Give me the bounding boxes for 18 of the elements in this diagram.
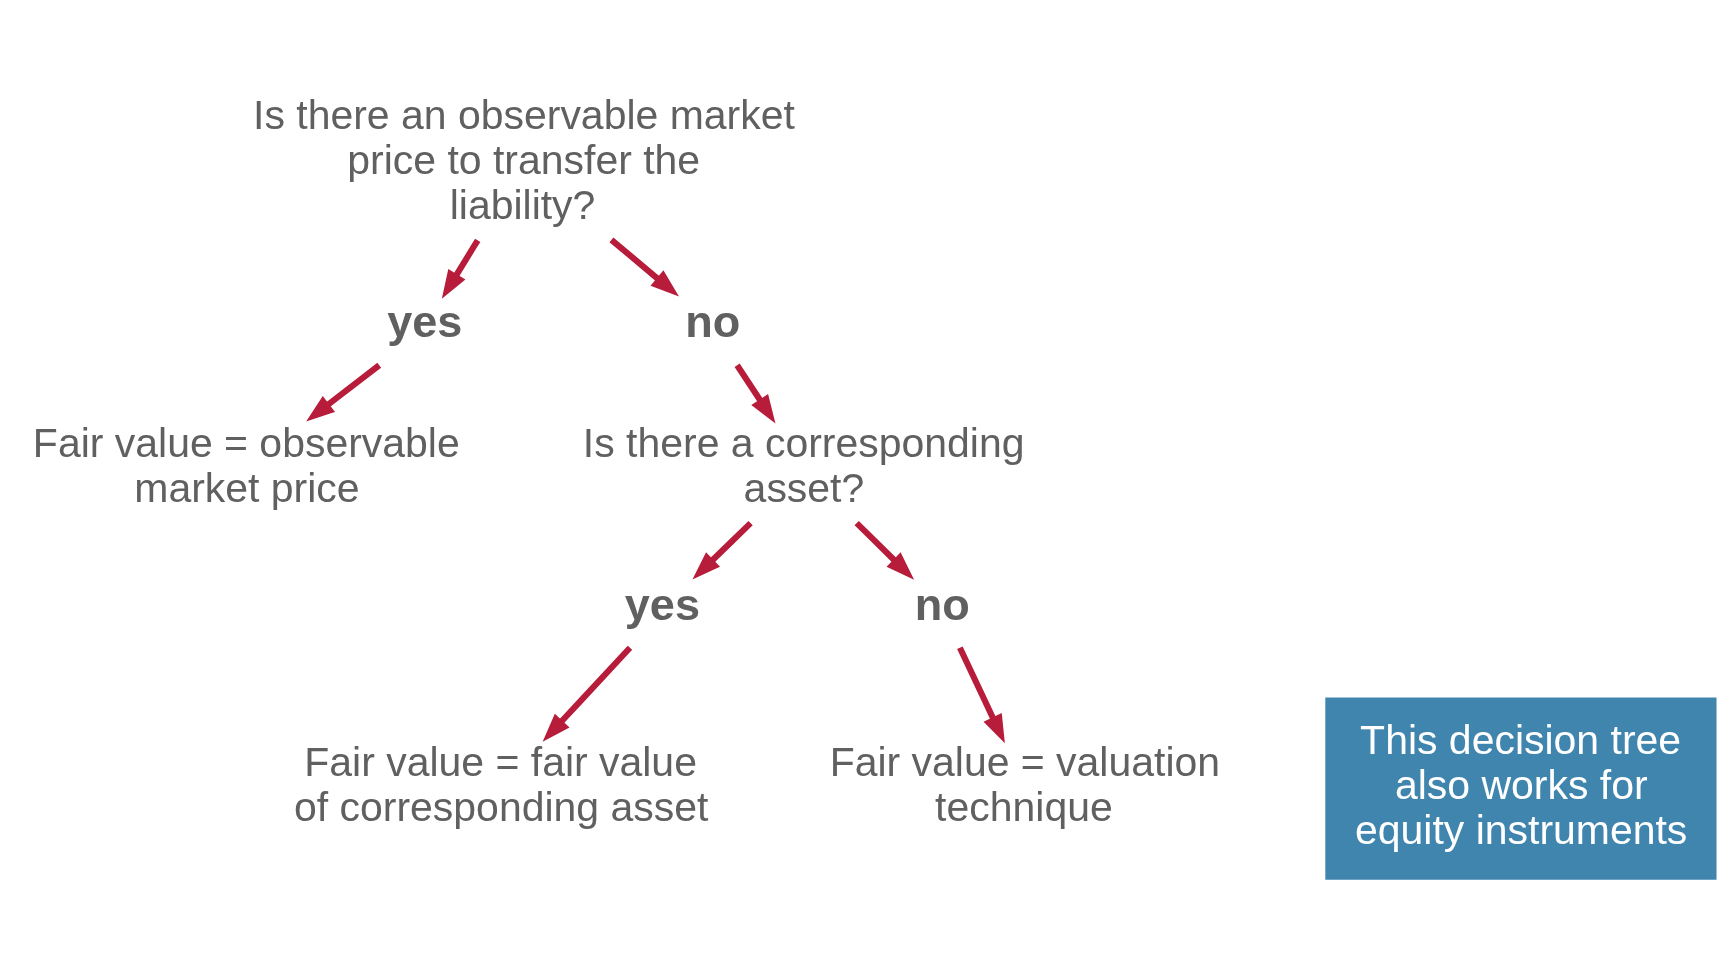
arrow	[306, 362, 382, 422]
node-text: Fair value = fair value of corresponding asset	[294, 738, 709, 830]
arrow	[957, 645, 1005, 743]
arrow	[441, 238, 481, 299]
arrow	[542, 645, 633, 742]
node-text: no	[914, 578, 970, 630]
arrow	[734, 363, 776, 424]
node-text: yes	[624, 578, 700, 630]
node-text: Fair value = observable market price	[32, 419, 460, 511]
node-text: yes	[387, 295, 463, 347]
arrow	[692, 520, 753, 580]
node-text: Is there an observable market price to transfer the liability?	[253, 91, 795, 228]
arrow	[609, 236, 679, 296]
node-text: Is there a corresponding asset?	[582, 419, 1025, 511]
arrow	[854, 520, 915, 580]
node-text: no	[685, 295, 741, 347]
node-box: This decision tree also works for equity instruments	[1325, 697, 1717, 880]
node-text: Fair value = valuation technique	[829, 738, 1221, 830]
